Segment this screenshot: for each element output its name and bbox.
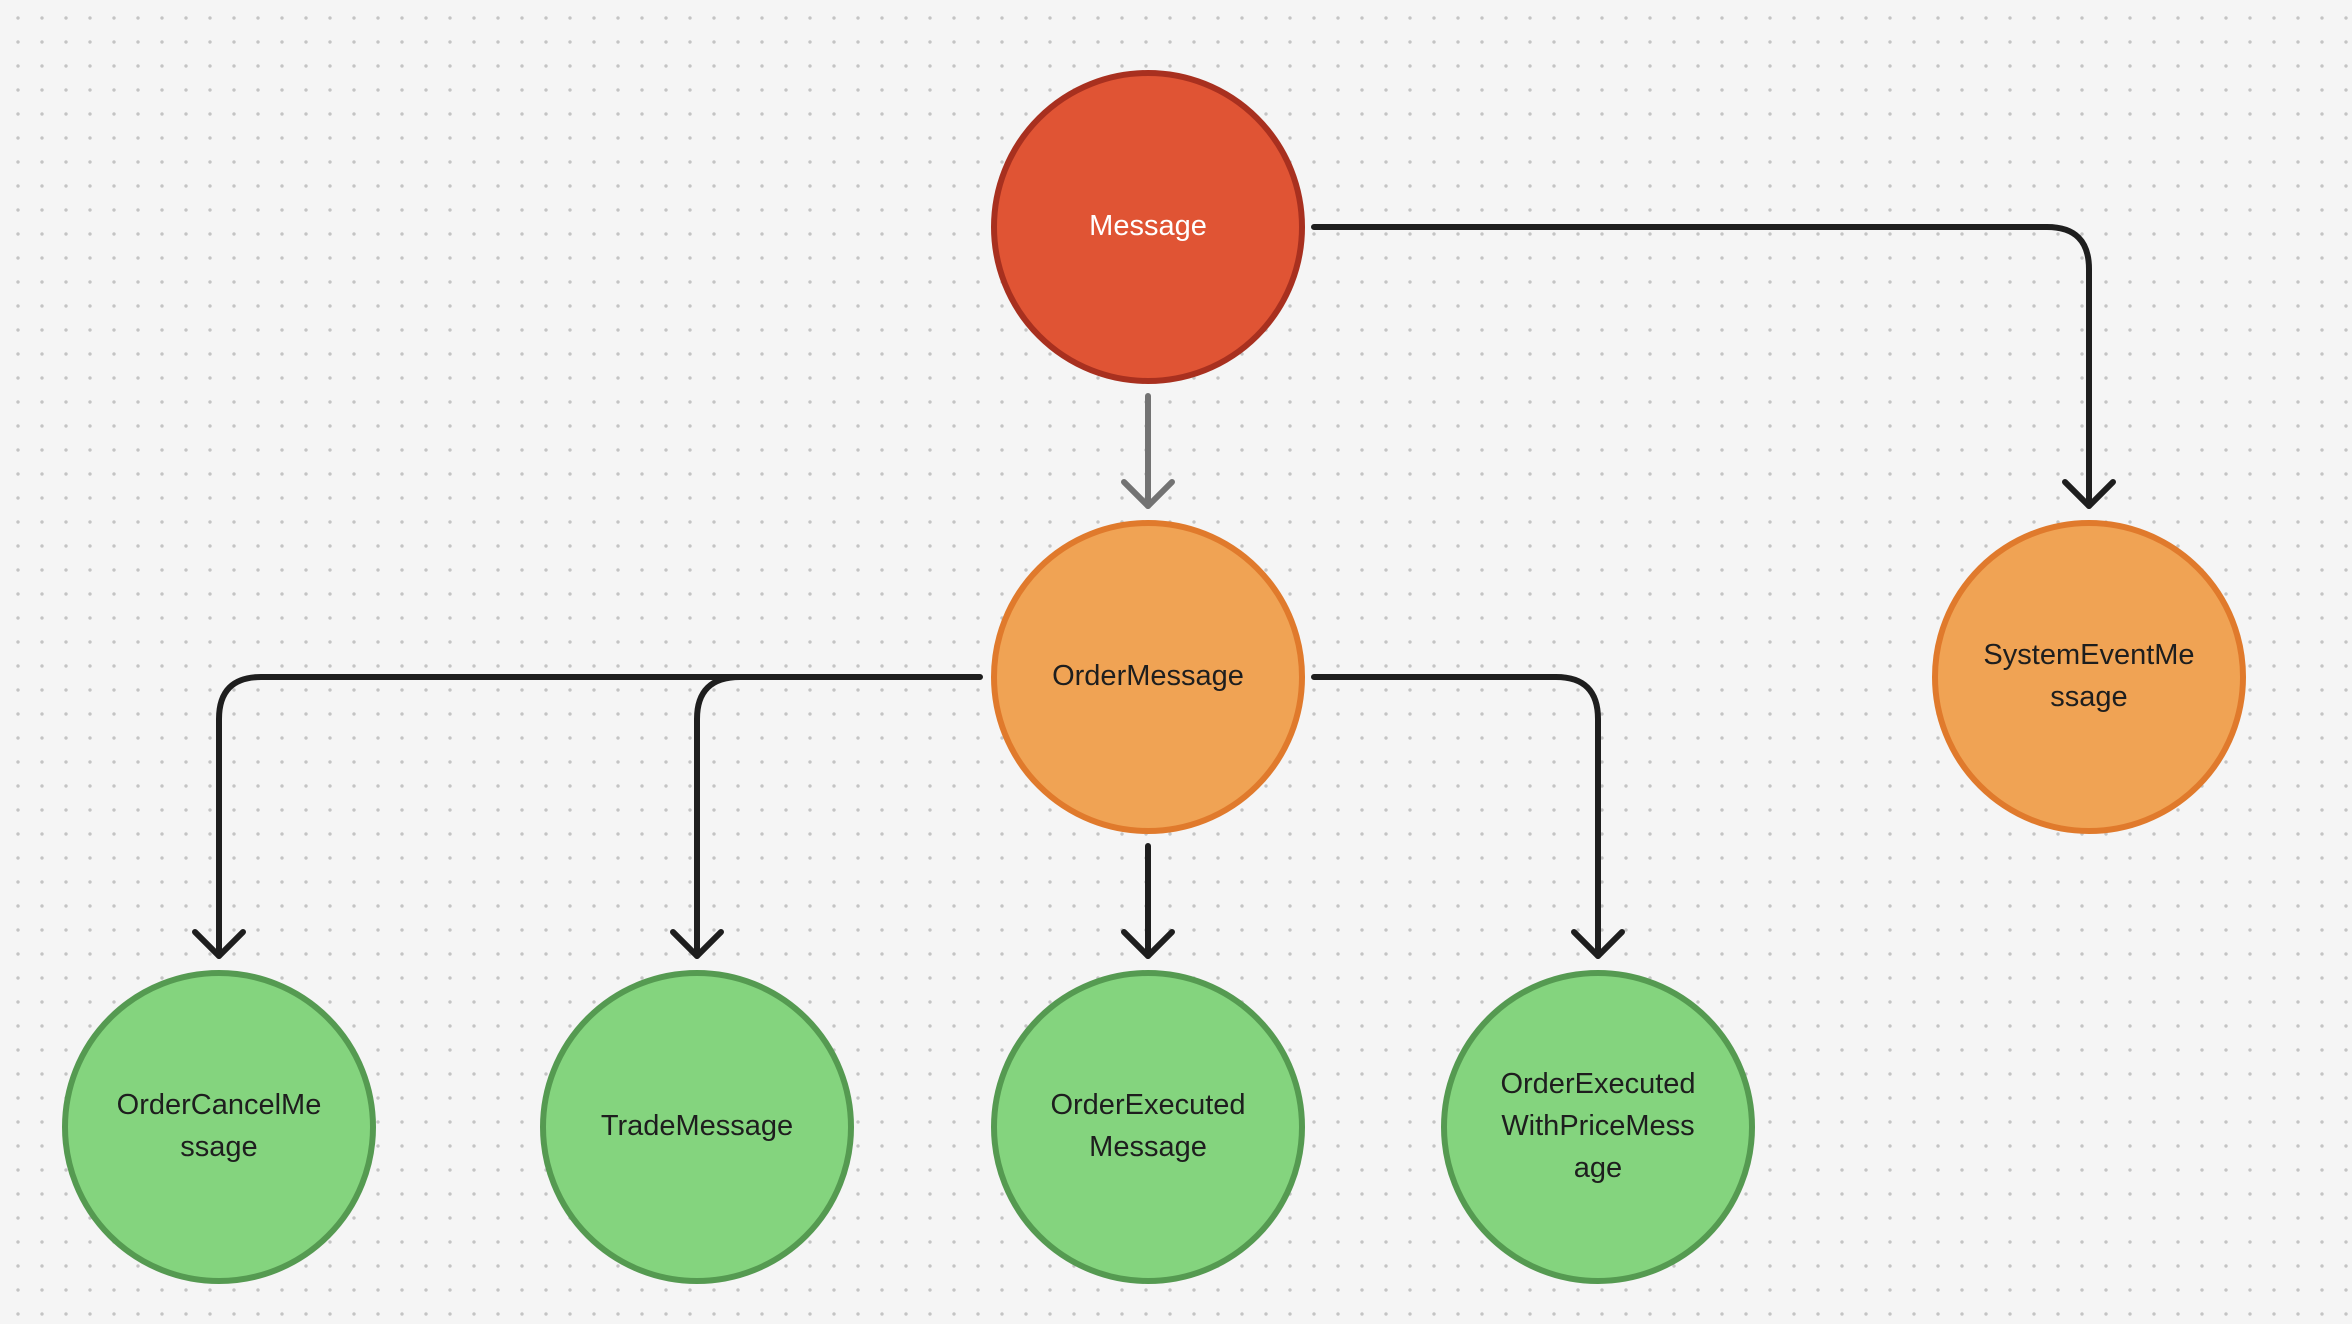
node-order-message[interactable]: OrderMessage	[991, 520, 1305, 834]
label-line: SystemEventMe	[1983, 639, 2194, 671]
label-line: OrderExecuted	[1050, 1089, 1245, 1121]
label-line: ssage	[2050, 681, 2127, 713]
edge-order-message-to-trade-message[interactable]	[670, 674, 743, 959]
node-order-message-label: OrderMessage	[1052, 660, 1244, 692]
edges	[192, 224, 2116, 959]
edge-message-to-system-event-message[interactable]	[1311, 224, 2116, 509]
node-order-cancel-message[interactable]: OrderCancelMe ssage	[62, 970, 376, 1284]
label-line: Message	[1089, 1131, 1207, 1163]
node-message-label: Message	[1089, 210, 1207, 242]
node-trade-message-label: TradeMessage	[601, 1110, 793, 1142]
node-trade-message[interactable]: TradeMessage	[540, 970, 854, 1284]
label-line: ssage	[180, 1131, 257, 1163]
node-system-event-message[interactable]: SystemEventMe ssage	[1932, 520, 2246, 834]
label-line: age	[1574, 1152, 1622, 1184]
label-line: WithPriceMess	[1501, 1110, 1694, 1142]
node-message[interactable]: Message	[991, 70, 1305, 384]
edge-message-to-order-message[interactable]	[1121, 393, 1175, 509]
label-line: OrderCancelMe	[117, 1089, 322, 1121]
edge-order-message-to-order-executed-with-price-message[interactable]	[1311, 674, 1625, 959]
edge-order-message-to-order-executed-message[interactable]	[1121, 843, 1175, 959]
label-line: Message	[1089, 210, 1207, 242]
edge-order-message-to-order-cancel-message[interactable]	[192, 674, 983, 959]
label-line: TradeMessage	[601, 1110, 793, 1142]
node-order-cancel-message-label: OrderCancelMe ssage	[117, 1089, 322, 1163]
label-line: OrderExecuted	[1500, 1068, 1695, 1100]
node-system-event-message-label: SystemEventMe ssage	[1983, 639, 2194, 713]
label-line: OrderMessage	[1052, 660, 1244, 692]
